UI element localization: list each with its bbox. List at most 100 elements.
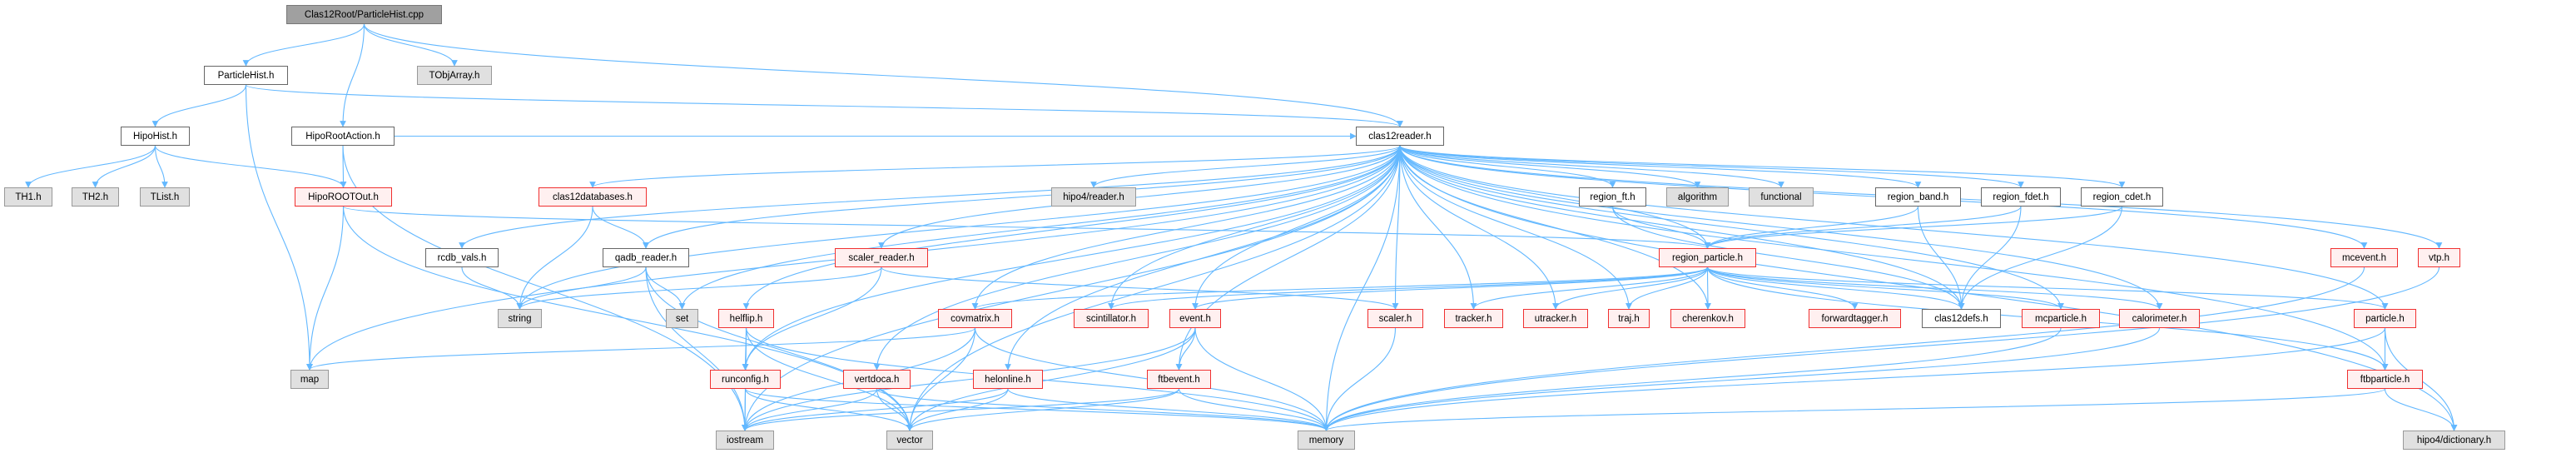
edge-clas12reader-to-covmatrix <box>971 145 1401 310</box>
node-label: ParticleHist.h <box>217 70 275 81</box>
node-hipo4dictionary[interactable]: hipo4/dictionary.h <box>2403 431 2505 450</box>
edge-region_ft-to-clas12defs <box>1611 206 1965 310</box>
node-functional[interactable]: functional <box>1749 187 1814 207</box>
node-label: TList.h <box>150 192 180 202</box>
edge-event-to-vector <box>906 327 1196 431</box>
edge-region_particle-to-covmatrix <box>971 266 1709 310</box>
node-algorithm[interactable]: algorithm <box>1666 187 1729 207</box>
node-qadb-reader[interactable]: qadb_reader.h <box>603 248 689 267</box>
node-label: scaler_reader.h <box>848 252 915 263</box>
node-traj[interactable]: traj.h <box>1608 309 1650 328</box>
edge-hipohist-to-hiporootout <box>154 145 347 188</box>
node-label: Clas12Root/ParticleHist.cpp <box>304 9 424 20</box>
edge-region_fdet-to-region_particle <box>1704 206 2022 249</box>
edge-clas12reader-to-calorimeter <box>1399 145 2163 310</box>
edge-clas12reader-to-tracker <box>1399 145 1477 310</box>
node-region-ft[interactable]: region_ft.h <box>1579 187 1646 207</box>
edge-region_ft-to-region_particle <box>1611 206 1711 249</box>
node-hiporootaction[interactable]: HipoRootAction.h <box>291 127 395 146</box>
node-label: qadb_reader.h <box>614 252 678 263</box>
node-ftbevent[interactable]: ftbevent.h <box>1147 370 1211 389</box>
node-label: rcdb_vals.h <box>437 252 487 263</box>
node-region-band[interactable]: region_band.h <box>1875 187 1961 207</box>
node-vertdoca[interactable]: vertdoca.h <box>843 370 911 389</box>
edge-clas12reader-to-hipo4reader <box>1090 145 1401 188</box>
node-mcparticle[interactable]: mcparticle.h <box>2022 309 2100 328</box>
edge-covmatrix-to-map <box>306 327 976 371</box>
node-iostream[interactable]: iostream <box>716 431 774 450</box>
node-mcevent[interactable]: mcevent.h <box>2330 248 2398 267</box>
edge-scaler_reader-to-runconfig <box>742 266 882 371</box>
node-rcdb-vals[interactable]: rcdb_vals.h <box>425 248 499 267</box>
node-label: hipo4/reader.h <box>1063 192 1124 202</box>
node-memory[interactable]: memory <box>1298 431 1355 450</box>
node-hipohist[interactable]: HipoHist.h <box>121 127 190 146</box>
node-clas12databases[interactable]: clas12databases.h <box>539 187 647 207</box>
node-root[interactable]: Clas12Root/ParticleHist.cpp <box>286 5 442 24</box>
edge-clas12reader-to-region_fdet <box>1399 145 2024 188</box>
node-hiporootout[interactable]: HipoROOTOut.h <box>295 187 392 207</box>
node-label: tracker.h <box>1455 313 1492 324</box>
node-event[interactable]: event.h <box>1169 309 1221 328</box>
node-hipo4reader[interactable]: hipo4/reader.h <box>1051 187 1136 207</box>
edge-particlehist-to-hipohist <box>151 84 247 127</box>
node-tobjarray[interactable]: TObjArray.h <box>417 66 492 85</box>
node-map[interactable]: map <box>290 370 329 389</box>
node-scintillator[interactable]: scintillator.h <box>1074 309 1149 328</box>
edge-region_particle-to-particle <box>1706 266 2389 310</box>
node-label: helonline.h <box>985 374 1031 385</box>
node-clas12reader[interactable]: clas12reader.h <box>1356 127 1444 146</box>
edge-clas12reader-to-region_particle <box>1399 145 1711 249</box>
node-particlehist[interactable]: ParticleHist.h <box>204 66 288 85</box>
node-calorimeter[interactable]: calorimeter.h <box>2119 309 2200 328</box>
node-label: HipoRootAction.h <box>305 131 380 142</box>
node-label: TObjArray.h <box>429 70 480 81</box>
node-helonline[interactable]: helonline.h <box>973 370 1043 389</box>
node-clas12defs[interactable]: clas12defs.h <box>1922 309 2001 328</box>
edge-clas12reader-to-runconfig <box>742 145 1401 371</box>
node-label: scintillator.h <box>1085 313 1137 324</box>
edge-clas12reader-to-ftbparticle <box>1399 145 2389 371</box>
node-utracker[interactable]: utracker.h <box>1523 309 1588 328</box>
node-scaler-reader[interactable]: scaler_reader.h <box>835 248 928 267</box>
edge-clas12reader-to-rcdb_vals <box>459 145 1401 249</box>
node-particle[interactable]: particle.h <box>2354 309 2416 328</box>
edge-clas12reader-to-set <box>678 145 1401 310</box>
node-label: event.h <box>1179 313 1211 324</box>
node-runconfig[interactable]: runconfig.h <box>710 370 781 389</box>
node-th2[interactable]: TH2.h <box>72 187 119 207</box>
node-region-cdet[interactable]: region_cdet.h <box>2081 187 2163 207</box>
node-covmatrix[interactable]: covmatrix.h <box>938 309 1012 328</box>
node-vector[interactable]: vector <box>886 431 933 450</box>
node-label: region_ft.h <box>1590 192 1635 202</box>
node-cherenkov[interactable]: cherenkov.h <box>1670 309 1745 328</box>
node-tlist[interactable]: TList.h <box>140 187 190 207</box>
node-region-fdet[interactable]: region_fdet.h <box>1981 187 2061 207</box>
edge-hipohist-to-th2 <box>92 145 156 188</box>
node-string[interactable]: string <box>498 309 542 328</box>
node-label: ftbevent.h <box>1158 374 1200 385</box>
edge-clas12databases-to-qadb_reader <box>592 206 649 249</box>
edge-covmatrix-to-vector <box>906 327 976 431</box>
node-helflip[interactable]: helflip.h <box>718 309 774 328</box>
edge-calorimeter-to-memory <box>1323 327 2161 431</box>
edge-qadb_reader-to-string <box>516 266 647 310</box>
edge-region_particle-to-cherenkov <box>1705 266 1711 310</box>
edge-clas12reader-to-ftbevent <box>1175 145 1401 371</box>
node-scaler[interactable]: scaler.h <box>1367 309 1423 328</box>
node-ftbparticle[interactable]: ftbparticle.h <box>2347 370 2423 389</box>
node-tracker[interactable]: tracker.h <box>1444 309 1503 328</box>
edge-ftbparticle-to-memory <box>1323 388 2386 431</box>
node-th1[interactable]: TH1.h <box>4 187 52 207</box>
edge-vertdoca-to-memory <box>876 388 1330 431</box>
edge-runconfig-to-iostream <box>742 388 748 431</box>
edge-helonline-to-iostream <box>742 388 1009 431</box>
edge-ftbevent-to-memory <box>1178 388 1330 431</box>
edge-clas12reader-to-clas12defs <box>1399 145 1965 310</box>
node-vtp[interactable]: vtp.h <box>2418 248 2460 267</box>
edge-clas12reader-to-memory <box>1323 145 1401 431</box>
node-region-particle[interactable]: region_particle.h <box>1659 248 1756 267</box>
node-set[interactable]: set <box>666 309 698 328</box>
edge-clas12reader-to-vector <box>906 145 1401 431</box>
node-forwardtagger[interactable]: forwardtagger.h <box>1809 309 1901 328</box>
